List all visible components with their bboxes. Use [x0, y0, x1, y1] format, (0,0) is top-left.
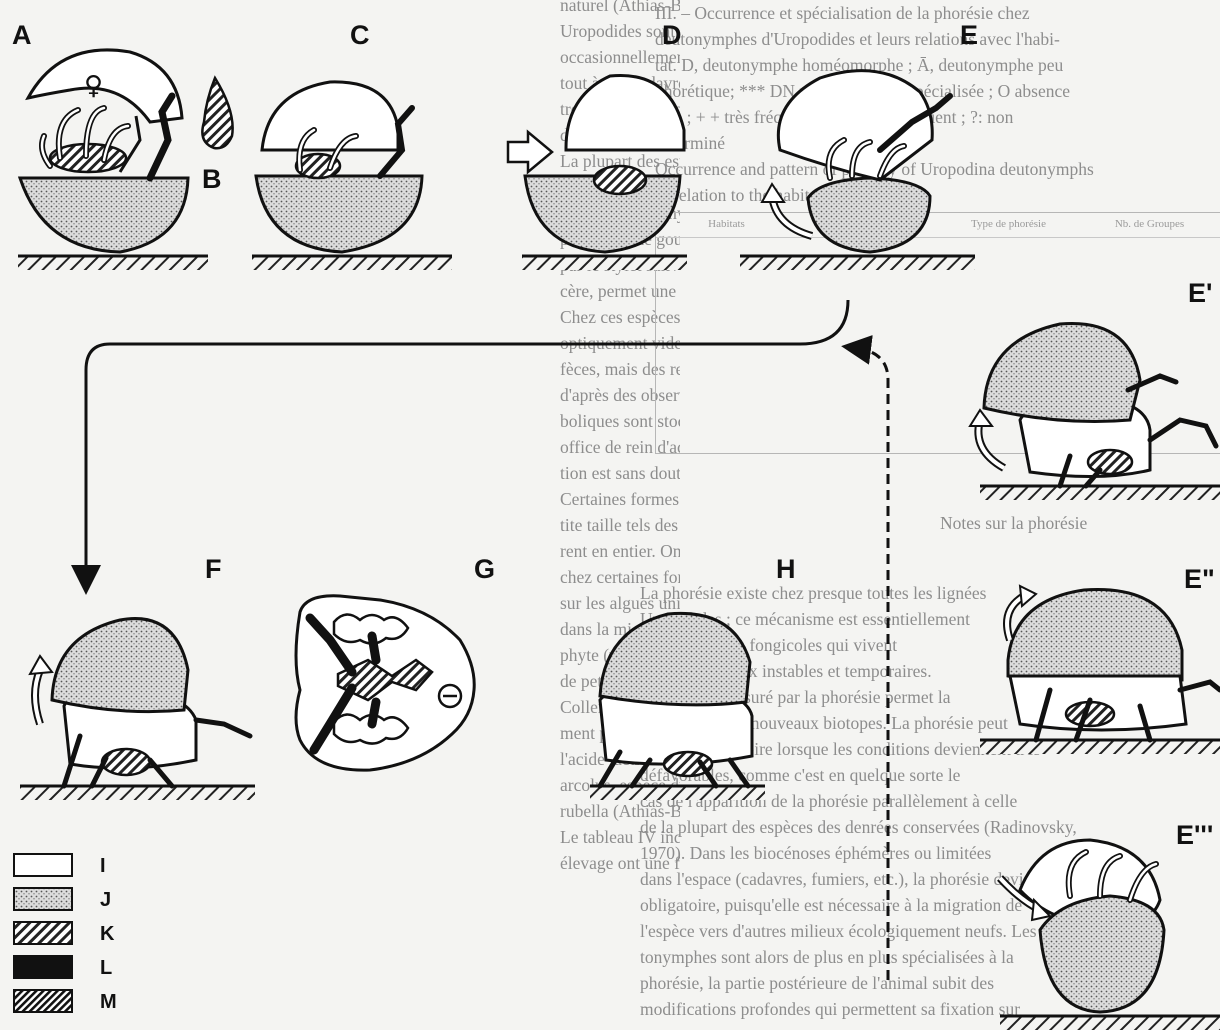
panel-label-f: F — [205, 554, 222, 584]
legend-swatch-i — [14, 854, 72, 876]
upper-shell-e2 — [1008, 590, 1182, 685]
lower-shell-e — [808, 178, 930, 252]
panel-label-c: C — [350, 20, 370, 50]
upper-shell-d — [566, 75, 684, 150]
panel-label-g: G — [474, 554, 495, 584]
legend-label-j: J — [100, 889, 111, 911]
lower-shell-e3 — [1040, 896, 1164, 1012]
legend-label-i: I — [100, 855, 106, 877]
legend-label-m: M — [100, 991, 117, 1013]
panel-e-triple-prime — [1000, 840, 1220, 1030]
panel-label-a: A — [12, 20, 32, 50]
panel-e — [740, 71, 975, 270]
legend-swatch-m — [14, 990, 72, 1012]
ground-a — [18, 256, 208, 270]
panel-e-double-prime — [980, 586, 1220, 754]
upper-shell-h — [600, 613, 750, 705]
legend-label-l: L — [100, 957, 112, 979]
panel-label-e: E — [960, 20, 978, 50]
panel-label-e-double-prime: E" — [1184, 564, 1215, 594]
flow-arrow-to-e-dashed — [856, 348, 888, 980]
panel-label-e-prime: E' — [1188, 278, 1212, 308]
panel-label-d: D — [662, 20, 682, 50]
panel-h — [590, 613, 765, 800]
panel-label-b: B — [202, 164, 222, 194]
upper-shell-e1 — [984, 323, 1140, 421]
panel-label-e-triple-prime: E''' — [1176, 820, 1213, 850]
legend-swatch-k — [14, 922, 72, 944]
female-symbol: ♀ — [84, 71, 103, 101]
legend-swatch-l — [14, 956, 72, 978]
legend-label-k: K — [100, 923, 115, 945]
legend-swatch-j — [14, 888, 72, 910]
panel-label-h: H — [776, 554, 796, 584]
panel-e-prime — [970, 323, 1220, 500]
